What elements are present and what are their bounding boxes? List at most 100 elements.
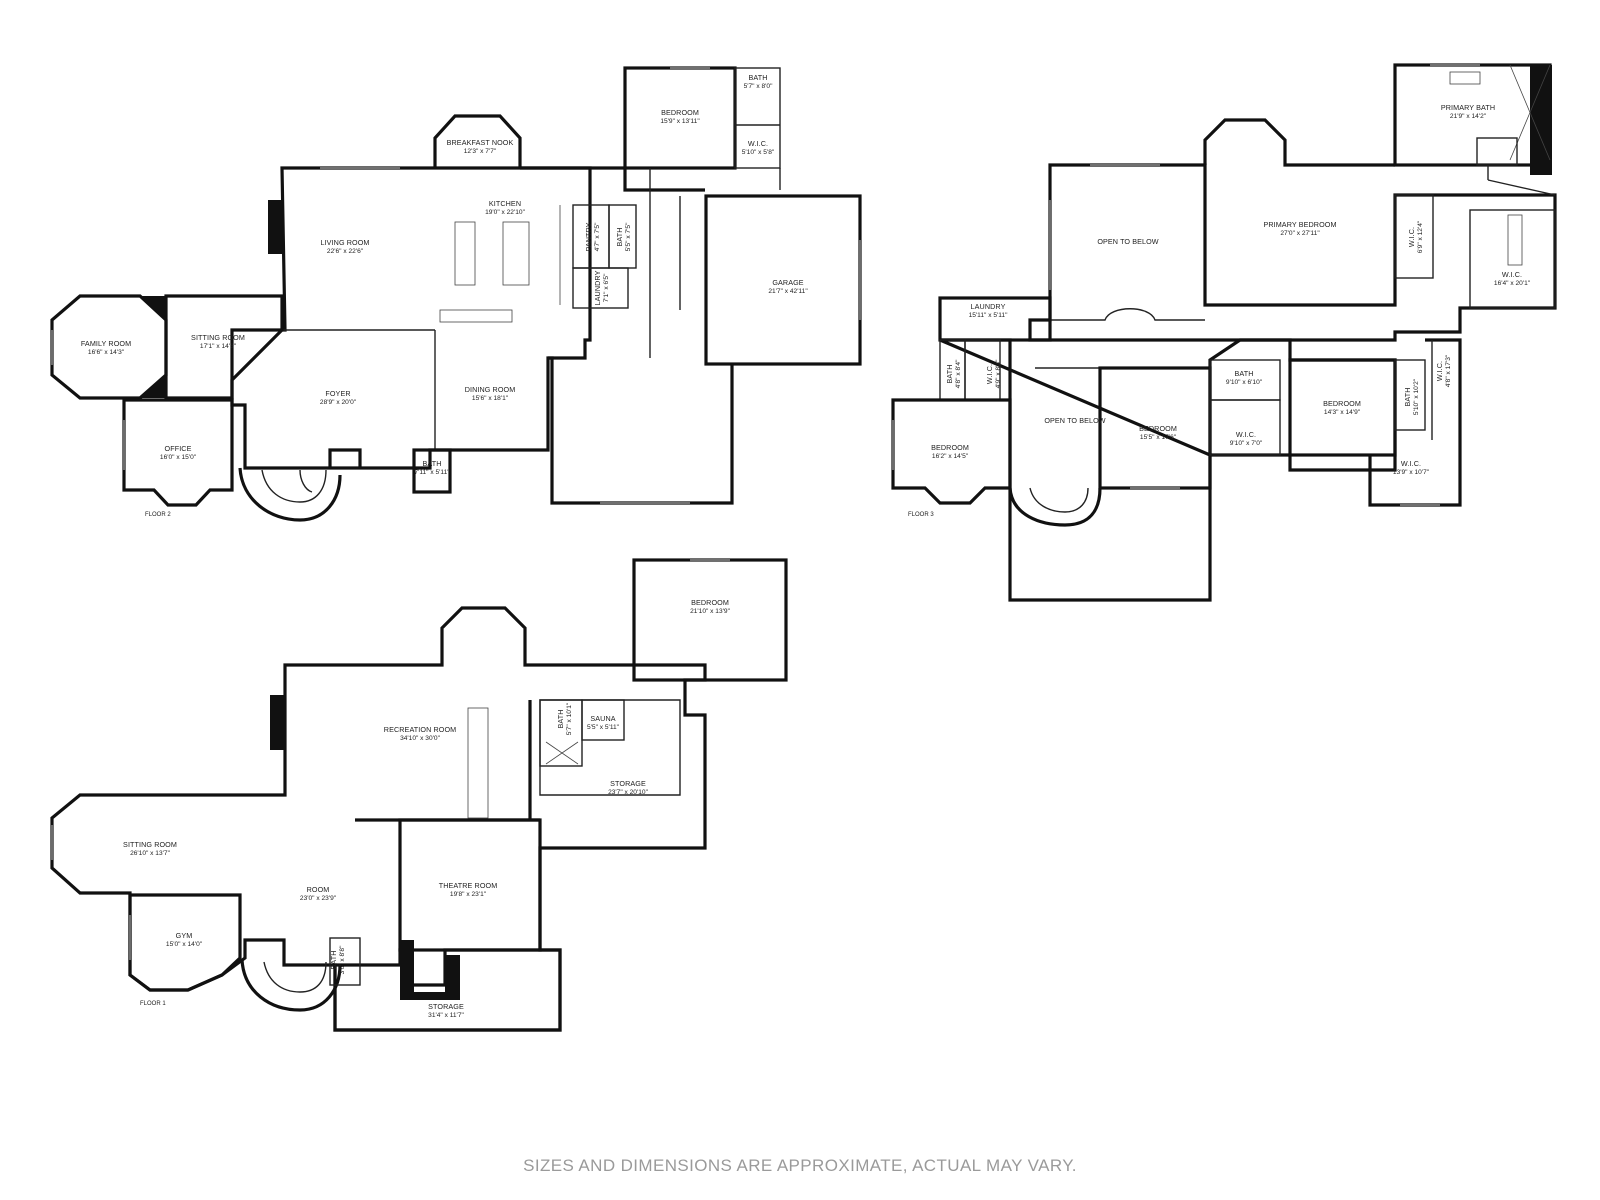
room-dimensions: 5'5" x 7'5" — [625, 222, 632, 251]
room-dimensions: 9'10" x 6'10" — [1226, 379, 1263, 386]
room-name: BEDROOM — [661, 108, 699, 117]
room-dimensions: 21'7" x 42'11" — [768, 288, 808, 295]
room-name: SITTING ROOM — [123, 840, 177, 849]
room-dimensions: 19'0" x 22'10" — [485, 209, 525, 216]
room-dimensions: 23'7" x 20'10" — [608, 789, 648, 796]
room-dimensions: 22'6" x 22'6" — [327, 248, 364, 255]
room-dimensions: 23'0" x 23'9" — [300, 895, 337, 902]
room-name: SITTING ROOM — [191, 333, 245, 342]
room-name: GYM — [176, 931, 193, 940]
room-name: BATH — [615, 227, 624, 246]
room-dimensions: 15'5" x 17'6" — [1140, 434, 1177, 441]
room-dimensions: 14'3" x 14'9" — [1324, 409, 1361, 416]
room-name: W.I.C. — [1435, 361, 1444, 381]
room-name: LIVING ROOM — [320, 238, 369, 247]
room-name: RECREATION ROOM — [384, 725, 456, 734]
room-dimensions: 5'10" x 5'8" — [742, 149, 775, 156]
room-name: STORAGE — [428, 1002, 464, 1011]
room-name: W.I.C. — [1407, 227, 1416, 247]
room-dimensions: 5'7" x 10'1" — [566, 702, 573, 735]
room-name: W.I.C. — [1236, 430, 1256, 439]
room-label: OPEN TO BELOW — [1044, 416, 1105, 425]
floor-label: FLOOR 3 — [908, 512, 934, 518]
room-name: BATH — [748, 73, 767, 82]
room-dimensions: 15'11" x 5'11" — [969, 312, 1009, 319]
room-name: W.I.C. — [1502, 270, 1522, 279]
room-dimensions: 15'6" x 18'1" — [472, 395, 509, 402]
room-label: W.I.C.16'4" x 20'1" — [1494, 270, 1531, 287]
room-dimensions: 16'4" x 20'1" — [1494, 280, 1531, 287]
room-dimensions: 5'10" x 10'2" — [1413, 378, 1420, 415]
room-dimensions: 15'0" x 14'0" — [166, 941, 203, 948]
room-label: W.I.C.6'9" x 12'4" — [1407, 220, 1424, 253]
room-name: W.I.C. — [1401, 459, 1421, 468]
room-name: PRIMARY BEDROOM — [1263, 220, 1336, 229]
room-name: PANTRY — [584, 222, 593, 251]
room-name: OFFICE — [165, 444, 192, 453]
room-name: BATH — [329, 950, 338, 969]
room-name: BEDROOM — [1323, 399, 1361, 408]
room-label: W.I.C.13'9" x 10'7" — [1393, 459, 1430, 476]
room-dimensions: 27'0" x 27'11" — [1280, 230, 1320, 237]
disclaimer-text: SIZES AND DIMENSIONS ARE APPROXIMATE, AC… — [523, 1156, 1077, 1175]
room-dimensions: 4'9" x 8'4" — [995, 359, 1002, 388]
room-dimensions: 4'7" x 7'5" — [594, 222, 601, 251]
room-label: OPEN TO BELOW — [1097, 237, 1158, 246]
room-dimensions: 12'3" x 7'7" — [464, 148, 497, 155]
room-name: OPEN TO BELOW — [1097, 237, 1158, 246]
floor-1-plan — [50, 558, 788, 1032]
room-name: BATH — [422, 459, 441, 468]
room-dimensions: 3'6" x 8'8" — [339, 945, 346, 974]
room-dimensions: 26'10" x 13'7" — [130, 850, 170, 857]
room-dimensions: 16'2" x 14'5" — [932, 453, 969, 460]
floor-label: FLOOR 1 — [140, 1001, 166, 1007]
room-dimensions: 17'1" x 14'8" — [200, 343, 237, 350]
room-name: W.I.C. — [985, 364, 994, 384]
floor-2-plan — [50, 66, 862, 522]
room-dimensions: 16'6" x 14'3" — [88, 349, 125, 356]
room-label: W.I.C.5'10" x 5'8" — [742, 139, 775, 156]
room-dimensions: 28'9" x 20'0" — [320, 399, 357, 406]
room-name: FAMILY ROOM — [81, 339, 131, 348]
room-name: OPEN TO BELOW — [1044, 416, 1105, 425]
room-dimensions: 21'10" x 13'9" — [690, 608, 730, 615]
room-dimensions: 7'1" x 6'5" — [603, 273, 610, 302]
room-dimensions: 19'8" x 23'1" — [450, 891, 487, 898]
room-dimensions: 34'10" x 30'0" — [400, 735, 440, 742]
room-dimensions: 31'4" x 11'7" — [428, 1012, 464, 1019]
room-name: FOYER — [325, 389, 350, 398]
room-name: GARAGE — [772, 278, 803, 287]
room-dimensions: 5'7" x 8'0" — [744, 83, 773, 90]
room-dimensions: 6'9" x 12'4" — [1417, 220, 1424, 253]
room-name: BEDROOM — [691, 598, 729, 607]
